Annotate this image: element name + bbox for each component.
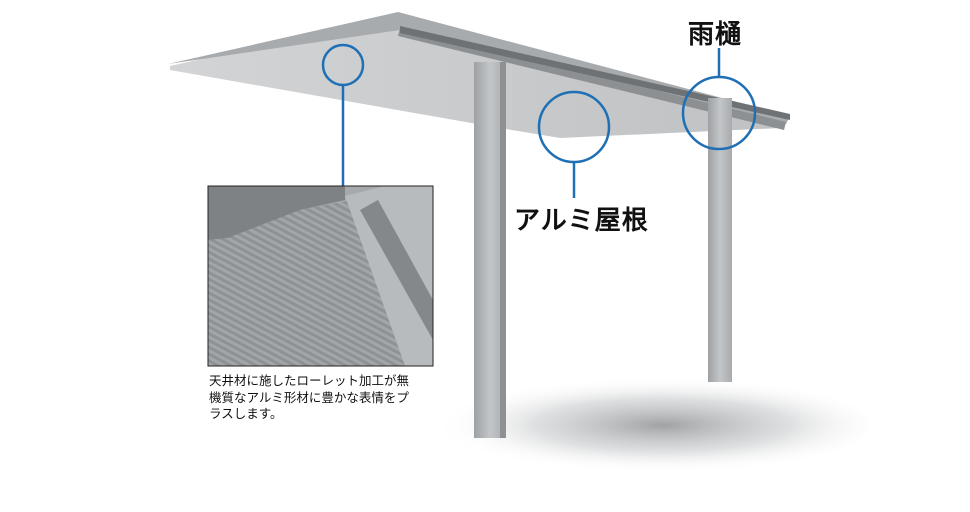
back-post [708,98,732,382]
caption-line-2: 機質なアルミ形材に豊かな表情をプ [209,389,409,405]
callout-ceiling [321,43,365,186]
gutter-channel [400,26,790,120]
caption-line-1: 天井材に施したローレット加工が無 [209,373,410,388]
knurl-detail-inset [208,186,433,366]
ground-shadow [410,377,870,473]
front-post-side [500,62,506,438]
inset-frame [207,185,434,367]
gutter-label: 雨樋 [688,20,743,50]
callout-roof [537,90,611,198]
caption-line-3: ラスします。 [209,406,283,421]
roof-top [168,12,790,124]
knurl-caption: 天井材に施したローレット加工が無 機質なアルミ形材に豊かな表情をプ ラスします。 [209,373,449,423]
callout-gutter [681,48,757,151]
aluminum-roof-label: アルミ屋根 [514,206,649,236]
